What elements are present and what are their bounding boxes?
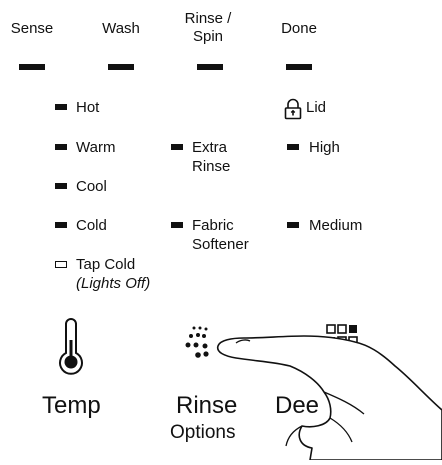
extra-rinse-label: Extra Rinse	[192, 138, 230, 176]
stage-done-indicator	[286, 64, 312, 70]
deep-button[interactable]: Dee	[275, 392, 320, 419]
temp-tap-cold-label: Tap Cold (Lights Off)	[76, 255, 150, 293]
temp-cool-label: Cool	[76, 178, 107, 195]
tap-cold-note: (Lights Off)	[76, 275, 151, 292]
temp-hot-label: Hot	[76, 99, 100, 116]
extra-rinse-led	[171, 144, 183, 150]
stage-done-label: Done	[281, 20, 317, 37]
lock-icon	[284, 98, 302, 120]
fabric-softener-led	[171, 222, 183, 228]
medium-label: Medium	[309, 217, 363, 234]
cold-led	[55, 222, 67, 228]
fabric-softener-label: Fabric Softener	[192, 216, 249, 254]
temp-cold-label: Cold	[76, 217, 107, 234]
hot-led	[55, 104, 67, 110]
fabric-softener-line2: Softener	[192, 236, 249, 253]
high-label: High	[309, 139, 340, 156]
high-led	[287, 144, 299, 150]
stage-rinse-line2: Spin	[192, 28, 224, 45]
stage-wash-label: Wash	[102, 20, 140, 37]
stage-rinse-indicator	[197, 64, 223, 70]
stage-sense-indicator	[19, 64, 45, 70]
stage-sense-label: Sense	[10, 20, 54, 37]
thermometer-icon	[57, 318, 85, 376]
temp-warm-label: Warm	[76, 139, 116, 156]
rinse-options-button[interactable]: Rinse	[176, 392, 238, 419]
medium-led	[287, 222, 299, 228]
extra-rinse-line2: Rinse	[192, 158, 231, 175]
temp-button[interactable]: Temp	[42, 392, 101, 419]
deep-sub-label: O	[316, 422, 331, 443]
warm-led	[55, 144, 67, 150]
stage-rinse-spin-label: Rinse / Spin	[176, 10, 240, 46]
rinse-options-sub-label: Options	[170, 422, 236, 443]
grid-icon	[326, 324, 358, 364]
tap-cold-text: Tap Cold	[76, 256, 136, 273]
cool-led	[55, 183, 67, 189]
tap-cold-led	[55, 261, 67, 268]
stage-rinse-line1: Rinse /	[184, 10, 232, 27]
rinse-dots-icon	[182, 324, 222, 364]
fabric-softener-line1: Fabric	[192, 217, 234, 234]
lid-label: Lid	[306, 99, 327, 116]
extra-rinse-line1: Extra	[192, 139, 228, 156]
stage-wash-indicator	[108, 64, 134, 70]
